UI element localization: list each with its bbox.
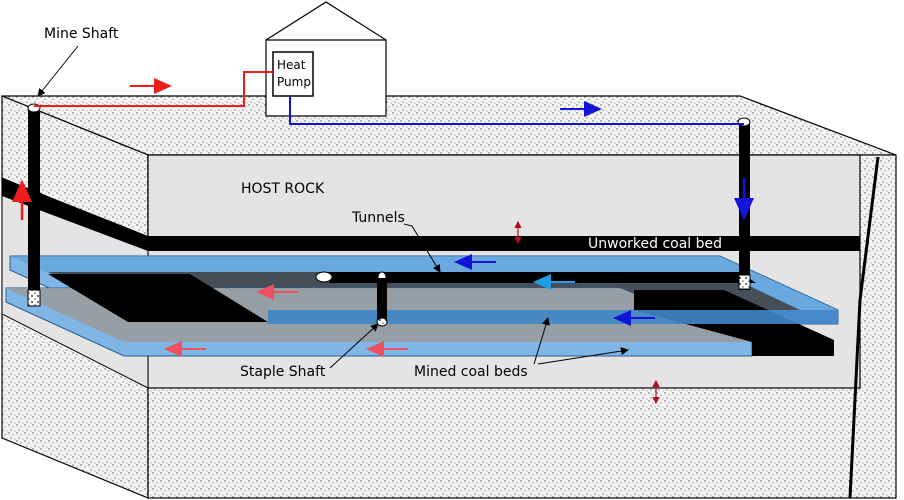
mine-shaft (28, 108, 40, 300)
staple-shaft-end (376, 317, 388, 327)
staple-shaft-label: Staple Shaft (240, 364, 326, 380)
fault-line (848, 156, 880, 499)
mined-coal-beds-leader-1 (533, 317, 550, 365)
mined-coal-beds-label: Mined coal beds (414, 364, 528, 380)
tunnels-leader (403, 223, 441, 273)
tunnel-opening (315, 271, 333, 283)
mine-shaft-gravel (27, 289, 41, 307)
cold-water-pipe (289, 96, 744, 125)
mine-shaft-label: Mine Shaft (44, 26, 119, 42)
host-rock-label: HOST ROCK (241, 181, 325, 197)
unworked-coal-bed-label: Unworked coal bed (588, 236, 722, 252)
hot-water-pipe (34, 71, 273, 107)
heat-pump-box[interactable] (272, 51, 314, 97)
tunnels-label: Tunnels (351, 210, 405, 226)
staple-shaft-leader (329, 323, 379, 369)
upper-bed-front-band (268, 310, 838, 324)
coal-block-left (48, 274, 268, 322)
mine-shaft-leader (37, 45, 79, 97)
return-shaft-gravel (738, 274, 751, 290)
staple-shaft (377, 278, 387, 322)
unworked-coal-bed (2, 178, 860, 251)
mined-coal-beds-leader-2 (537, 347, 629, 365)
ground-top-surface (1, 95, 897, 156)
heat-pump-label-line2: Pump (277, 75, 311, 89)
heat-pump-label-line1: Heat (277, 58, 306, 72)
